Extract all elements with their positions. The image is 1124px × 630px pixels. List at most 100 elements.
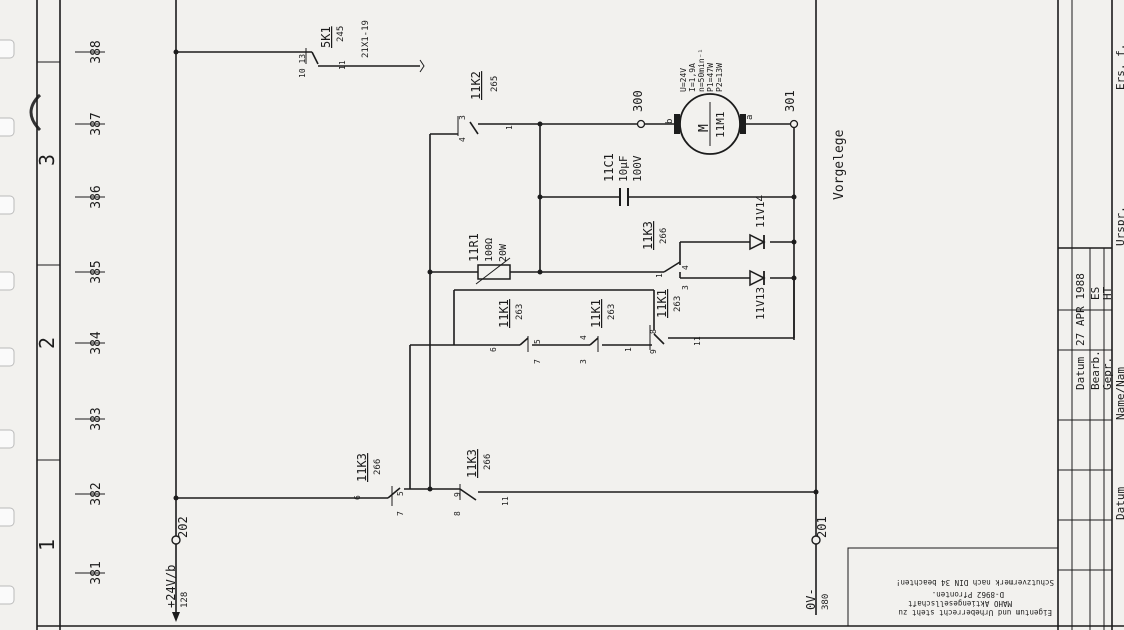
contact-11k1b-name: 11K1 [589, 299, 603, 328]
contact-5k1-pin-b: 11 [338, 60, 347, 70]
contact-5k1-wire: 21X1-19 [361, 20, 371, 58]
contact-11k2-pin-a: 4 [458, 137, 467, 142]
motor-spec-3: n=50min⁻¹ [697, 49, 706, 92]
zone-1: 1 [35, 539, 59, 551]
resistor-power: 20W [498, 243, 509, 262]
capacitor-value: 10µF [617, 156, 630, 183]
contact-11k1c-ref: 263 [673, 296, 683, 312]
col-387: 387 [89, 112, 104, 135]
contact-11k1c-name: 11K1 [655, 289, 669, 318]
motor-symbol: M [697, 124, 712, 132]
contact-11k1c-pin-b: 8 [649, 329, 658, 334]
motor-pin-a: a [745, 115, 755, 120]
contact-5k1-pin-a: 10 13 [298, 54, 307, 78]
contact-11k1a-pin-c: 5 [533, 339, 542, 344]
datum-label: Datum [1074, 357, 1087, 390]
zone-2: 2 [35, 337, 59, 349]
branch-5k1: 5K1 245 10 13 11 21X1-19 [176, 20, 425, 78]
switch-symbols [391, 116, 651, 506]
gepr-label: Gepr. [1101, 357, 1114, 390]
contact-11k2-name: 11K2 [469, 71, 483, 100]
name-col-label: Name/Nam [1114, 367, 1124, 420]
col-382: 382 [89, 482, 104, 505]
contact-11k1a-name: 11K1 [497, 299, 511, 328]
contact-11k3a-pin-c: 5 [396, 491, 405, 496]
copyright-line-3: D-8962 Pfronten. [932, 590, 1004, 599]
motor-spec-5: P2=13W [715, 63, 724, 92]
col-383: 383 [89, 407, 104, 430]
contact-11k2-pin-c: 1 [505, 125, 514, 130]
motor-spec-2: I=1,9A [688, 63, 697, 92]
contact-11k1c-pin-a: 3 [681, 285, 690, 290]
resistor-name: 11R1 [467, 233, 481, 262]
contact-11k1a-pin-a: 6 [489, 347, 498, 352]
contact-11k1a-ref: 263 [515, 304, 525, 320]
contact-11k3a-pin-b: 7 [396, 511, 405, 516]
bearb-label: Bearb. [1089, 350, 1102, 390]
zone-labels: 3 2 1 [35, 154, 59, 551]
copyright-notice: Eigentum und Urheberrecht steht zu MAHO … [847, 547, 1059, 627]
datum-col-label: Datum [1114, 487, 1124, 520]
capacitor-voltage: 100V [631, 155, 644, 182]
col-388: 388 [89, 40, 104, 63]
vorgelege-label: Vorgelege [832, 129, 847, 200]
plus-rail-label: +24V/b [164, 565, 178, 608]
plus-rail-ref: 128 [180, 592, 190, 608]
copyright-line-4: Schutzvermerk nach DIN 34 beachten! [896, 578, 1054, 587]
terminal-300-label: 300 [631, 90, 645, 112]
contact-11k1c-pin-c: 9 [649, 349, 658, 354]
terminal-301 [789, 119, 799, 129]
col-384: 384 [89, 331, 104, 355]
contact-11k1a-pin-b: 7 [533, 359, 542, 364]
resistor-value: 100Ω [484, 238, 495, 262]
supply-rails [171, 0, 821, 622]
terminal-202 [171, 535, 181, 545]
terminal-301-label: 301 [783, 90, 797, 112]
copyright-line-1: Eigentum und Urheberrecht steht zu [898, 608, 1052, 617]
contact-11k3a-ref: 266 [373, 459, 383, 475]
contact-11k1b-pin-a: 4 [579, 335, 588, 340]
terminal-300 [636, 119, 646, 129]
col-385: 385 [89, 260, 104, 283]
contact-11k1b-pin-b: 3 [579, 359, 588, 364]
col-386: 386 [89, 185, 104, 208]
circuit-wiring [176, 119, 816, 501]
contact-11k3b-ref: 266 [483, 454, 493, 470]
column-labels: 388 387 386 385 384 383 382 381 [89, 40, 104, 584]
contact-11k3b-pin-b: 8 [453, 511, 462, 516]
contact-11k3c-ref: 266 [659, 228, 669, 244]
contact-11k3a-name: 11K3 [355, 453, 369, 482]
capacitor-11c1: 11C1 10µF 100V [602, 153, 644, 206]
contact-11k3b-pin-a: 9 [453, 492, 462, 497]
contact-11k3b-pin-c: 11 [501, 496, 510, 506]
binder-holes [0, 39, 42, 605]
contact-11k3c-pin-b: 4 [681, 265, 690, 270]
motor-pin-b: b [665, 119, 675, 124]
capacitor-name: 11C1 [602, 153, 616, 182]
diode-11v13-label: 11V13 [754, 287, 767, 320]
contact-11k3c-name: 11K3 [641, 221, 655, 250]
contact-5k1-name: 5K1 [319, 26, 333, 48]
contact-11k3c-pin-a: 1 [655, 273, 664, 278]
zero-rail-ref: 380 [821, 594, 831, 610]
terminal-201 [811, 535, 821, 545]
gepr-value: HT [1101, 286, 1114, 300]
urspr-label: Urspr. [1114, 206, 1124, 246]
contact-11k2-pin-b: 3 [458, 115, 467, 120]
diode-11v14-label: 11V14 [754, 195, 767, 228]
copyright-line-2: MAHO Aktiengesellschaft [908, 599, 1012, 608]
resistor-11r1: 11R1 100Ω 20W [467, 233, 511, 285]
terminal-202-label: 202 [176, 516, 190, 538]
terminal-201-label: 201 [815, 516, 829, 538]
supply-labels: +24V/b 128 0V- 380 202 201 [164, 516, 831, 610]
motor-spec-1: U=24V [679, 68, 688, 92]
motor-11m1: M 11M1 b a 300 301 U=24V I=1,9A n=50min⁻… [631, 49, 797, 155]
contact-11k2-ref: 265 [490, 76, 500, 92]
contact-labels: 11K2 265 4 3 1 11K3 266 6 7 5 11K3 266 9… [353, 71, 702, 516]
column-ticks [75, 51, 105, 574]
zone-3: 3 [35, 154, 59, 166]
zero-rail-label: 0V- [804, 588, 818, 610]
sheet-frame [36, 0, 1124, 630]
motor-spec-4: P1=47W [706, 63, 715, 92]
